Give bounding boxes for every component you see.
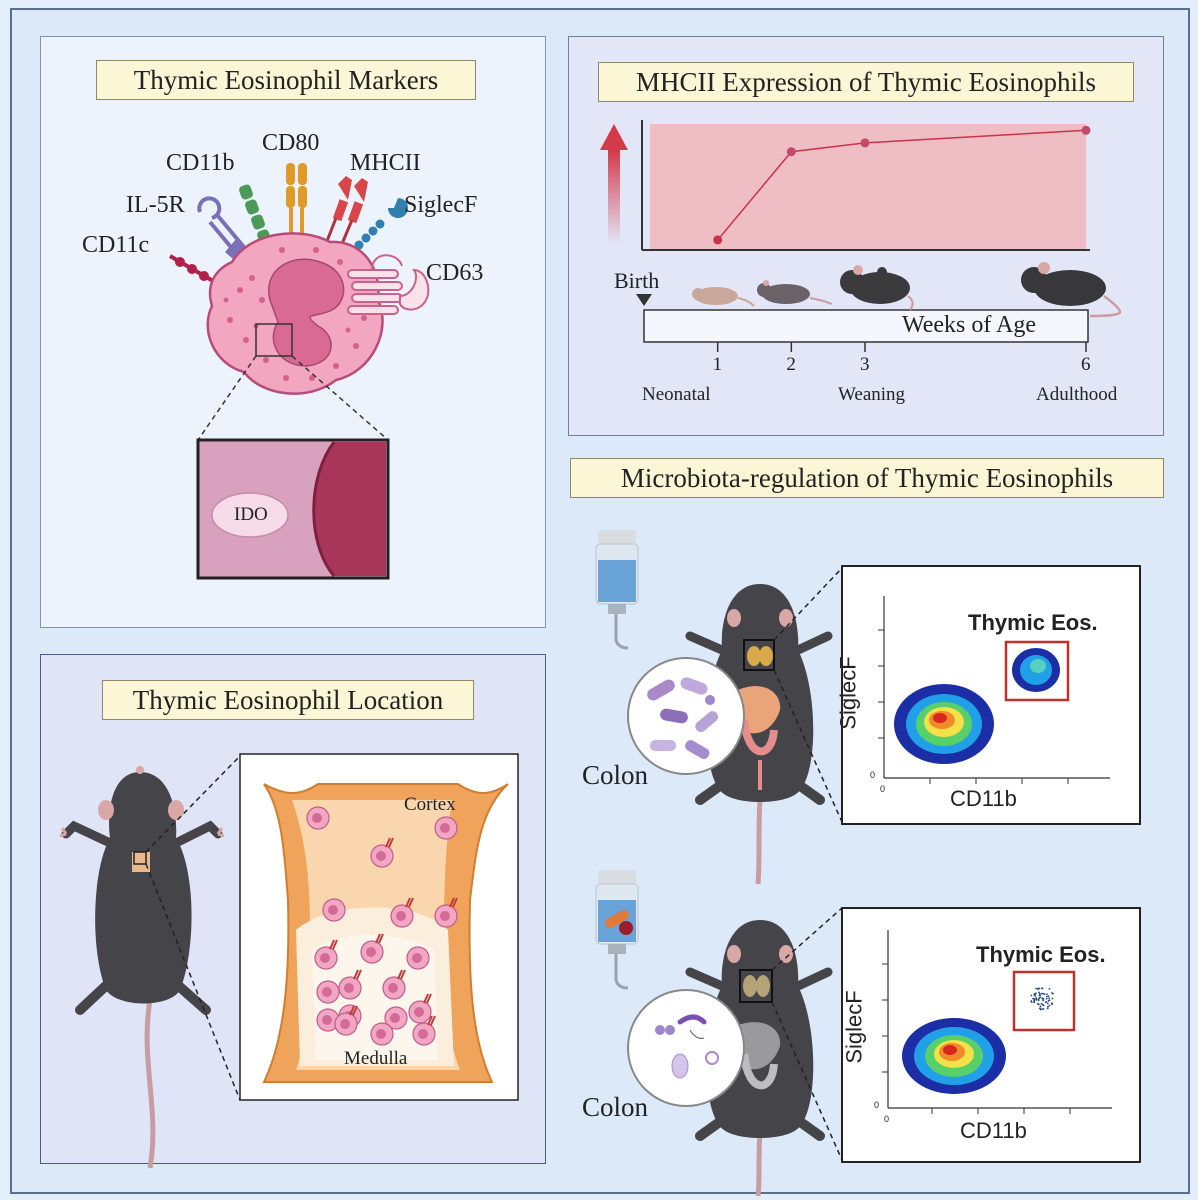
mhcii-title: MHCII Expression of Thymic Eosinophils <box>598 62 1134 102</box>
water-bottle-icon <box>595 530 639 650</box>
colon-label-bottom: Colon <box>582 1092 649 1122</box>
label-siglecf: SiglecF <box>404 192 478 218</box>
mhcii-point <box>1081 125 1091 135</box>
juvenile-mouse-icon <box>757 280 833 305</box>
weeks-of-age-label: Weeks of Age <box>902 312 1037 338</box>
ylabel-bottom: SiglecF <box>841 990 867 1064</box>
mouse-top-view-icon-bottom <box>685 920 833 1197</box>
timeline-tick-label: 3 <box>860 354 870 375</box>
birth-label: Birth <box>614 268 660 293</box>
label-cd11b: CD11b <box>166 150 235 176</box>
density-cloud-bottom <box>902 1018 1006 1094</box>
timeline-tick-label: 1 <box>712 354 723 375</box>
ylabel-top: SiglecF <box>835 656 861 730</box>
stage-neonatal: Neonatal <box>642 384 711 405</box>
zero-x-top: 0 <box>880 784 886 794</box>
stage-adulthood: Adulthood <box>1036 384 1118 405</box>
mhcii-line <box>717 129 1087 241</box>
markers-title: Thymic Eosinophil Markers <box>96 60 476 100</box>
colon-label-top: Colon <box>582 760 649 790</box>
xlabel-top: CD11b <box>950 786 1017 811</box>
cortex-label: Cortex <box>404 794 456 815</box>
mhcii-series <box>713 125 1091 245</box>
timeline-tick-label: 2 <box>786 354 796 375</box>
antibiotic-water-bottle-icon <box>595 870 639 990</box>
location-title: Thymic Eosinophil Location <box>102 680 474 720</box>
microbiota-circle-bottom <box>627 989 745 1107</box>
cd80-receptor <box>286 163 307 248</box>
mhcii-point <box>713 235 723 245</box>
label-cd80: CD80 <box>262 130 320 156</box>
mhcii-receptor <box>320 176 368 259</box>
label-cd11c: CD11c <box>82 232 150 258</box>
ido-inset <box>196 438 390 580</box>
zoom-region <box>255 323 293 357</box>
stage-weaning: Weaning <box>838 384 906 405</box>
label-mhcii: MHCII <box>350 150 421 176</box>
mhcii-point <box>786 147 796 157</box>
zero-x-bottom: 0 <box>884 1114 890 1124</box>
gate-label-bottom: Thymic Eos. <box>976 942 1106 967</box>
mhcii-point <box>860 138 870 148</box>
timeline-tick-label: 6 <box>1081 354 1091 375</box>
density-cloud-top <box>894 684 994 764</box>
label-cd63: CD63 <box>426 260 484 286</box>
microbiota-circle-top <box>627 657 745 775</box>
gate-label-top: Thymic Eos. <box>968 610 1098 635</box>
gate-top <box>1004 640 1070 702</box>
cd63-receptor <box>347 254 430 315</box>
adult-mouse-icon <box>1021 262 1122 318</box>
bilobed-nucleus <box>267 258 345 367</box>
weaning-mouse-icon <box>840 265 914 311</box>
neonatal-mouse-icon <box>692 287 755 307</box>
increase-arrow-icon <box>600 124 628 244</box>
gate-bottom <box>1012 970 1076 1032</box>
xlabel-bottom: CD11b <box>960 1118 1027 1143</box>
age-timeline <box>643 309 1089 343</box>
microbiota-title: Microbiota-regulation of Thymic Eosinoph… <box>570 458 1164 498</box>
label-il5r: IL-5R <box>126 192 185 218</box>
medulla-label: Medulla <box>344 1048 408 1069</box>
label-ido: IDO <box>234 504 268 525</box>
zero-y-top: 0 <box>870 770 876 780</box>
flow-plot-top <box>841 565 1141 825</box>
zero-y-bottom: 0 <box>874 1100 880 1110</box>
birth-marker <box>636 294 652 306</box>
